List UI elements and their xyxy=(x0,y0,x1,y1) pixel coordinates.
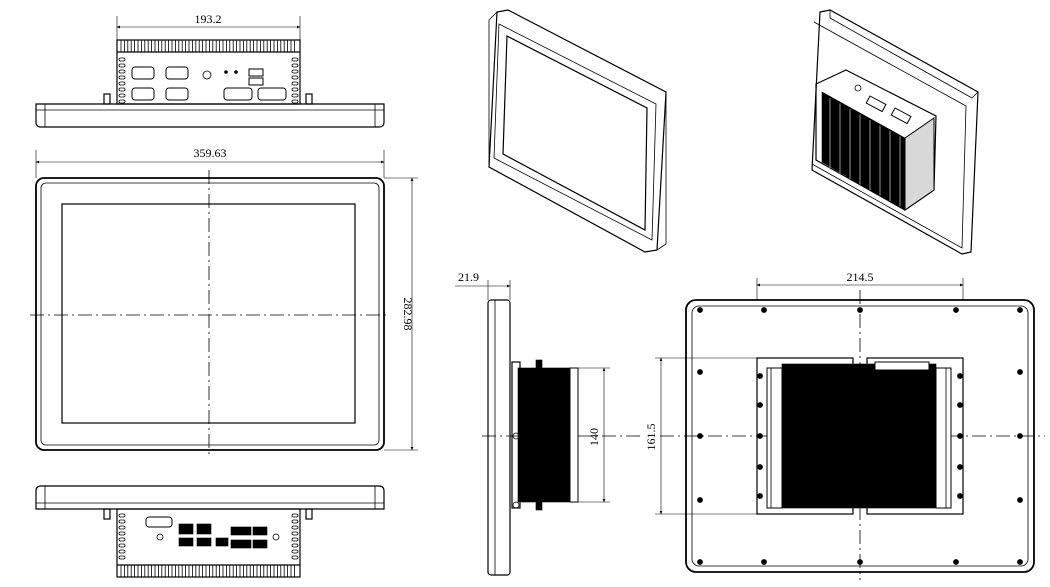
screw-hole xyxy=(957,464,963,470)
screw-hole xyxy=(761,559,767,565)
side-fins-bottom xyxy=(118,513,299,560)
front-view: 359.63 282.98 xyxy=(30,146,418,456)
screw-hole xyxy=(957,493,963,499)
screw-hole xyxy=(697,307,703,313)
heatsink-fins-top xyxy=(120,40,295,52)
screw-hole xyxy=(953,559,959,565)
top-view: 193.2 xyxy=(35,12,385,128)
screw-hole xyxy=(957,433,963,439)
dim-io-width: 193.2 xyxy=(195,12,222,26)
screw-hole xyxy=(757,433,763,439)
screw-hole xyxy=(697,433,703,439)
dim-box-height: 140 xyxy=(587,428,601,446)
side-view: 21.9 140 xyxy=(455,270,640,576)
screw-hole xyxy=(857,559,863,565)
screw-hole xyxy=(957,373,963,379)
screw-hole xyxy=(1017,369,1023,375)
screw-hole xyxy=(697,369,703,375)
screw-hole xyxy=(1017,307,1023,313)
screw-hole xyxy=(761,307,767,313)
dim-mount-width: 214.5 xyxy=(847,270,874,284)
iso-front-view xyxy=(488,9,667,253)
dim-depth: 21.9 xyxy=(458,270,479,284)
side-fins-top xyxy=(118,57,299,104)
dim-mount-height: 161.5 xyxy=(644,424,658,451)
rear-view: 214.5 161.5 xyxy=(644,270,1045,580)
screw-hole xyxy=(1017,433,1023,439)
iso-rear-view xyxy=(811,9,979,255)
serial-ports-top xyxy=(131,66,287,101)
screw-hole xyxy=(957,402,963,408)
rear-screw-holes xyxy=(697,307,1023,565)
screw-hole xyxy=(1017,497,1023,503)
dim-panel-height: 282.98 xyxy=(401,298,415,331)
iso-heatsink-fins xyxy=(829,98,901,207)
io-ports-bottom xyxy=(145,516,280,549)
screw-hole xyxy=(953,307,959,313)
screw-hole xyxy=(757,373,763,379)
screw-hole xyxy=(1017,559,1023,565)
heatsink-fins-bottom xyxy=(120,565,295,577)
screw-hole xyxy=(697,497,703,503)
bottom-view xyxy=(35,485,385,578)
screw-hole xyxy=(757,402,763,408)
screw-hole xyxy=(857,307,863,313)
dim-panel-width: 359.63 xyxy=(194,146,227,160)
screw-hole xyxy=(757,493,763,499)
screw-hole xyxy=(697,559,703,565)
screw-hole xyxy=(757,464,763,470)
